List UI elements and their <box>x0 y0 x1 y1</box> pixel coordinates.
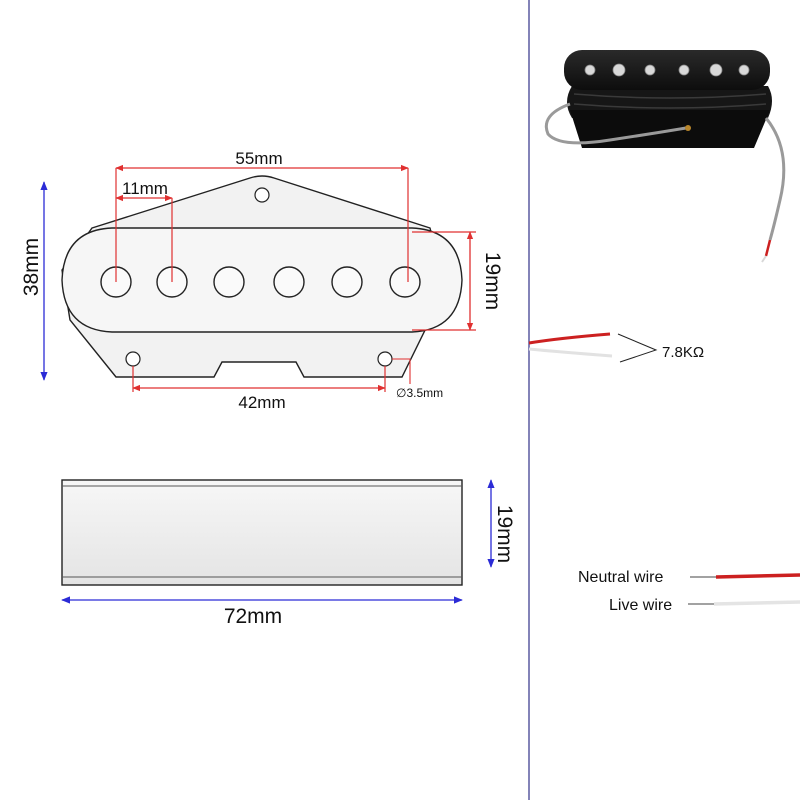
side-body <box>61 479 463 586</box>
side-height-dimension: 19mm <box>487 479 516 568</box>
resistance-label: 7.8KΩ <box>662 344 704 361</box>
pole-area-height-label: 19mm <box>481 252 504 310</box>
photo-pole-6 <box>738 64 750 76</box>
photo-pole-5 <box>709 63 723 77</box>
braided-lead <box>544 102 687 145</box>
pole-piece-3 <box>213 266 245 298</box>
pole-spacing-label: 11mm <box>122 179 168 198</box>
side-height-label: 19mm <box>493 505 516 563</box>
wire-legend: Neutral wire Live wire <box>578 569 800 614</box>
left-mount-hole <box>125 351 141 367</box>
top-view-drawing <box>61 175 463 378</box>
pole-span-label: 55mm <box>235 149 282 168</box>
live-wire-line <box>713 600 800 606</box>
side-view-drawing <box>61 479 463 586</box>
pole-area-height-dimension: 19mm <box>412 231 504 331</box>
hole-diameter-callout: ∅3.5mm <box>392 358 443 400</box>
photo-pole-pieces <box>584 63 750 77</box>
photo-pole-1 <box>584 64 596 76</box>
pole-piece-4 <box>273 266 305 298</box>
live-wire-label: Live wire <box>609 597 672 614</box>
pickup-photo <box>544 50 786 263</box>
pickup-top-bobbin <box>564 50 770 90</box>
side-length-label: 72mm <box>224 605 282 628</box>
total-height-dimension: 38mm <box>20 181 48 381</box>
mount-hole-spacing-dimension: 42mm <box>132 366 386 412</box>
resistance-callout: 7.8KΩ <box>528 332 704 363</box>
neutral-wire-label: Neutral wire <box>578 569 663 586</box>
mount-hole-spacing-label: 42mm <box>238 393 285 412</box>
side-length-dimension: 72mm <box>61 596 463 628</box>
photo-pole-3 <box>644 64 656 76</box>
right-mount-hole <box>377 351 393 367</box>
photo-pole-4 <box>678 64 690 76</box>
bobbin-outline <box>61 227 463 333</box>
total-height-label: 38mm <box>20 238 43 296</box>
pole-span-dimension: 55mm <box>115 149 409 282</box>
pole-piece-5 <box>331 266 363 298</box>
photo-pole-2 <box>612 63 626 77</box>
pole-pieces <box>100 266 421 298</box>
hole-diameter-label: ∅3.5mm <box>396 386 443 400</box>
top-mount-hole <box>254 187 270 203</box>
neutral-wire-line <box>715 573 800 579</box>
pole-spacing-dimension: 11mm <box>115 179 173 282</box>
pole-piece-6 <box>389 266 421 298</box>
